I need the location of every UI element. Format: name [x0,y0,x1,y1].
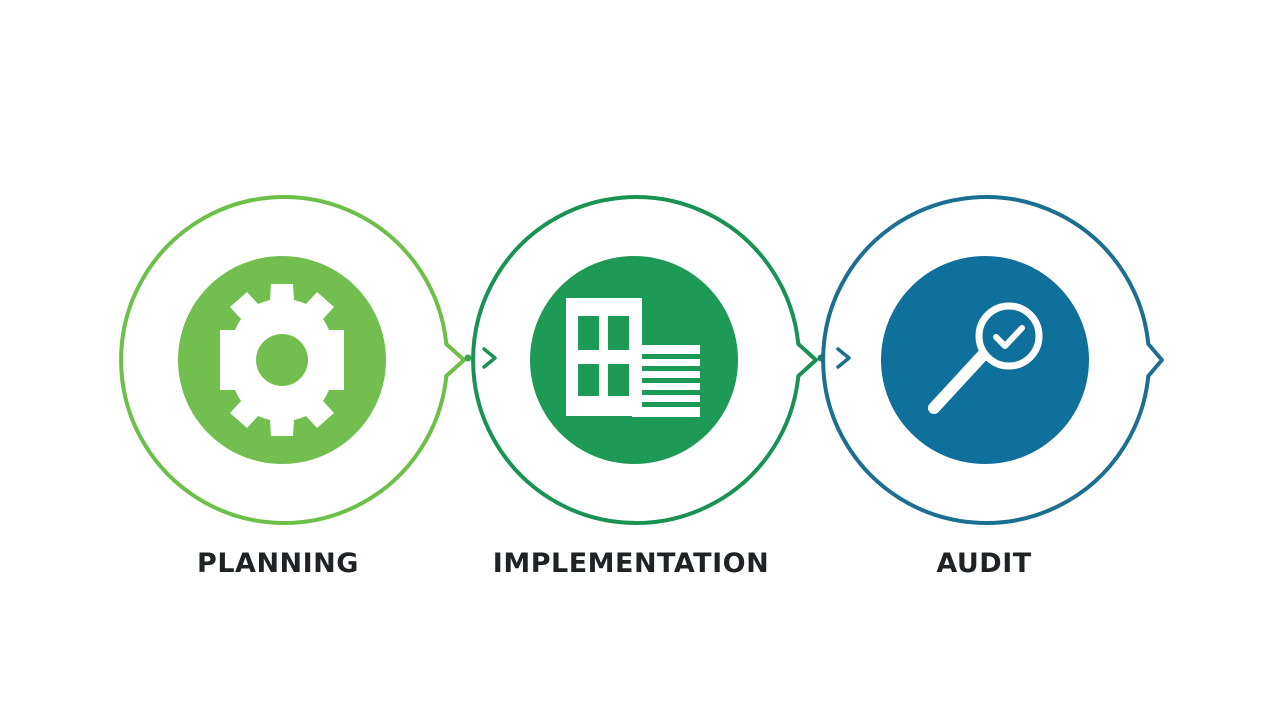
step-planning [119,195,466,525]
connector-dot [464,354,472,362]
step-label-planning: PLANNING [197,548,359,579]
step-label-implementation: IMPLEMENTATION [492,548,770,579]
gear-icon [220,284,344,436]
step-implementation [471,195,818,525]
step-label-audit: AUDIT [936,548,1032,579]
chevron-right-icon [482,347,497,369]
building-icon [566,298,700,417]
chevron-right-icon [836,347,851,369]
planning-ring [119,195,466,525]
implementation-ring [471,195,818,525]
step-audit [821,195,1164,525]
connector-1 [464,347,497,369]
magnifier-check-icon [928,302,1043,414]
audit-ring [821,195,1164,525]
